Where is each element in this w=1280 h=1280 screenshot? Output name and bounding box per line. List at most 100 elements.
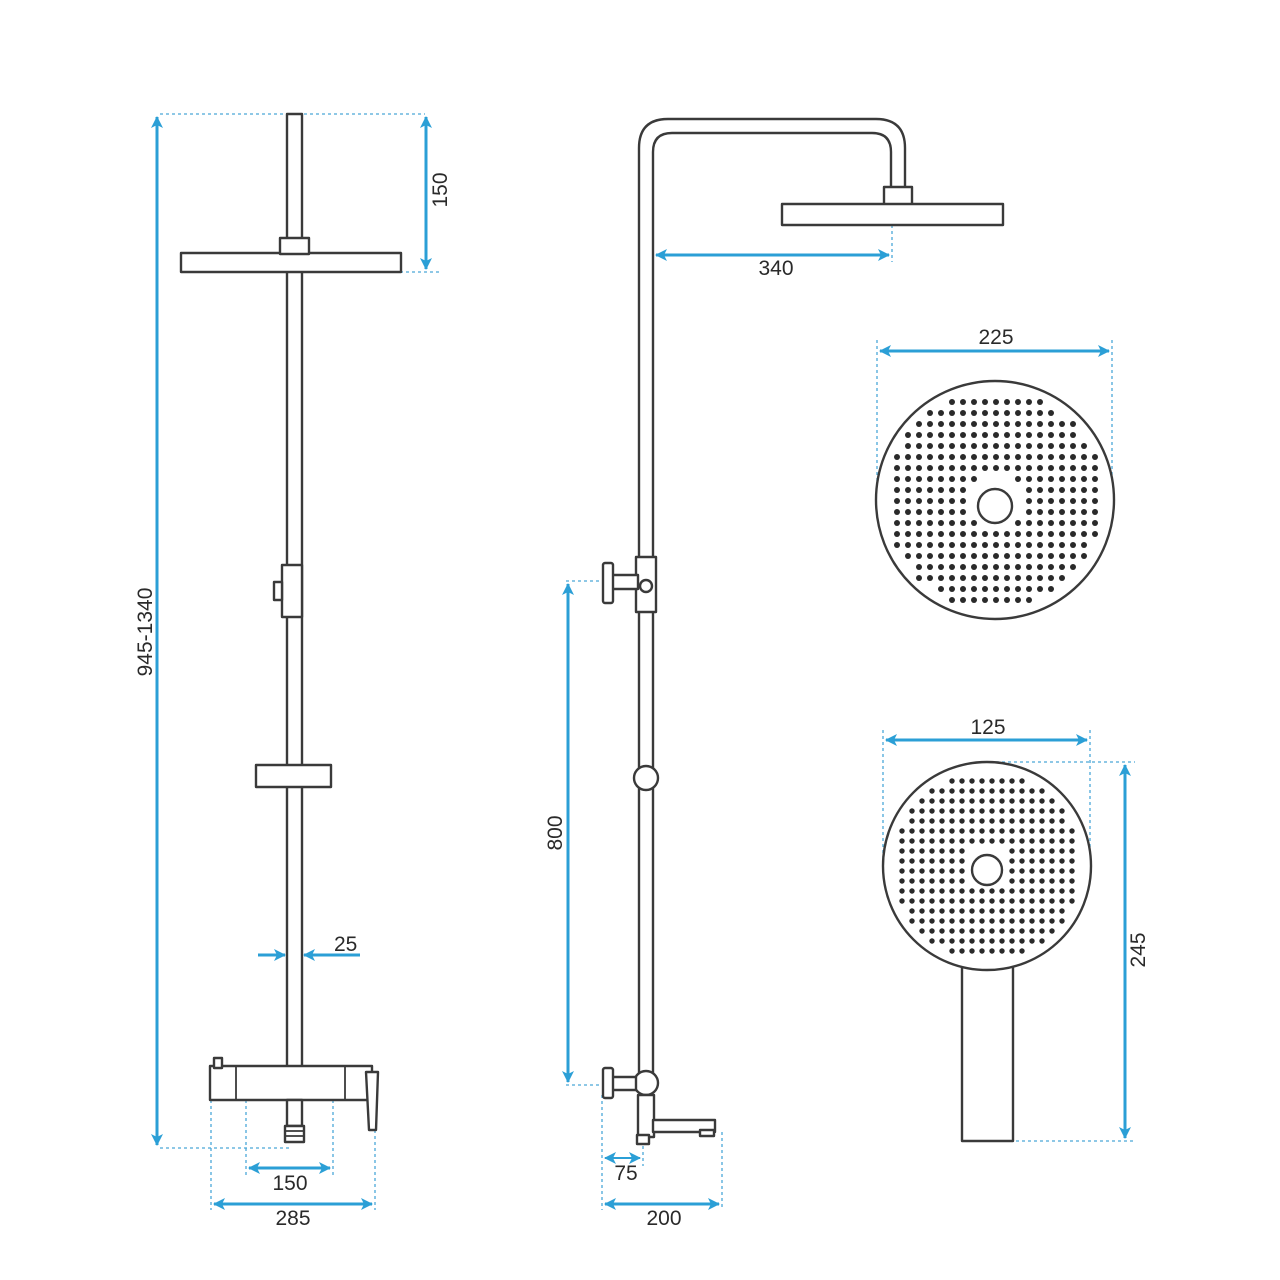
nozzle-dot — [982, 432, 988, 438]
nozzle-dot — [1019, 888, 1025, 894]
nozzle-dot — [929, 898, 935, 904]
rain-diameter-label: 225 — [978, 326, 1013, 349]
head-drop-label: 150 — [429, 172, 452, 207]
nozzle-dot — [979, 778, 985, 784]
nozzle-dot — [894, 465, 900, 471]
nozzle-dot — [989, 888, 995, 894]
nozzle-dot — [909, 888, 915, 894]
nozzle-dot — [1048, 487, 1054, 493]
nozzle-dot — [1015, 465, 1021, 471]
nozzle-dot — [1070, 443, 1076, 449]
nozzle-dot — [899, 858, 905, 864]
nozzle-dot — [938, 564, 944, 570]
nozzle-dot — [949, 878, 955, 884]
nozzle-dot — [969, 818, 975, 824]
hand-center-hub — [970, 853, 1004, 887]
nozzle-dot — [1026, 410, 1032, 416]
nozzle-dot — [960, 509, 966, 515]
nozzle-dot — [1019, 778, 1025, 784]
nozzle-dot — [919, 818, 925, 824]
nozzle-dot — [1019, 838, 1025, 844]
nozzle-dot — [993, 399, 999, 405]
nozzle-dot — [919, 828, 925, 834]
nozzle-dot — [919, 798, 925, 804]
nozzle-dot — [971, 421, 977, 427]
nozzle-dot — [1081, 553, 1087, 559]
nozzle-dot — [939, 848, 945, 854]
nozzle-dot — [949, 808, 955, 814]
nozzle-dot — [1059, 828, 1065, 834]
nozzle-dot — [1009, 778, 1015, 784]
nozzle-dot — [1048, 575, 1054, 581]
upper-valve-stem — [610, 573, 640, 591]
nozzle-dot — [969, 808, 975, 814]
nozzle-dot — [1059, 454, 1065, 460]
nozzle-dot — [993, 465, 999, 471]
nozzle-dot — [993, 553, 999, 559]
nozzle-dot — [905, 487, 911, 493]
nozzle-dot — [960, 476, 966, 482]
nozzle-dot — [899, 898, 905, 904]
nozzle-dot — [1048, 432, 1054, 438]
nozzle-dot — [1039, 898, 1045, 904]
nozzle-dot — [1037, 421, 1043, 427]
nozzle-dot — [982, 531, 988, 537]
nozzle-dot — [938, 454, 944, 460]
nozzle-dot — [916, 531, 922, 537]
nozzle-dot — [949, 898, 955, 904]
nozzle-dot — [1019, 878, 1025, 884]
nozzle-dot — [1026, 520, 1032, 526]
nozzle-dot — [919, 888, 925, 894]
nozzle-dot — [949, 487, 955, 493]
total-height-label: 945-1340 — [134, 588, 157, 677]
nozzle-dot — [993, 432, 999, 438]
nozzle-dot — [1015, 410, 1021, 416]
nozzle-dot — [1004, 564, 1010, 570]
nozzle-dot — [1004, 597, 1010, 603]
nozzle-dot — [1015, 432, 1021, 438]
nozzle-dot — [927, 487, 933, 493]
nozzle-dot — [1019, 808, 1025, 814]
nozzle-dot — [1026, 421, 1032, 427]
nozzle-dot — [929, 918, 935, 924]
nozzle-dot — [949, 575, 955, 581]
nozzle-dot — [971, 520, 977, 526]
nozzle-dot — [1037, 531, 1043, 537]
nozzle-dot — [938, 586, 944, 592]
nozzle-dot — [939, 878, 945, 884]
nozzle-dot — [927, 443, 933, 449]
nozzle-dot — [1009, 858, 1015, 864]
nozzle-dot — [909, 898, 915, 904]
nozzle-dot — [959, 808, 965, 814]
nozzle-dot — [999, 788, 1005, 794]
nozzle-dot — [959, 828, 965, 834]
nozzle-dot — [1039, 788, 1045, 794]
nozzle-dot — [982, 597, 988, 603]
upper-valve-dot — [638, 578, 654, 594]
nozzle-dot — [938, 487, 944, 493]
nozzle-dot — [1029, 798, 1035, 804]
nozzle-dot — [949, 399, 955, 405]
nozzle-dot — [960, 531, 966, 537]
nozzle-dot — [959, 928, 965, 934]
nozzle-dot — [989, 928, 995, 934]
nozzle-dot — [989, 918, 995, 924]
nozzle-dot — [1037, 410, 1043, 416]
nozzle-dot — [949, 918, 955, 924]
nozzle-dot — [1026, 586, 1032, 592]
nozzle-dot — [1009, 808, 1015, 814]
nozzle-dot — [969, 798, 975, 804]
nozzle-dot — [1070, 421, 1076, 427]
nozzle-dot — [929, 848, 935, 854]
nozzle-dot — [1004, 575, 1010, 581]
nozzle-dot — [982, 586, 988, 592]
nozzle-dot — [1059, 443, 1065, 449]
nozzle-dot — [993, 454, 999, 460]
nozzle-dot — [1015, 443, 1021, 449]
diverter-knob — [212, 1056, 224, 1070]
nozzle-dot — [1004, 553, 1010, 559]
nozzle-dot — [949, 938, 955, 944]
nozzle-dot — [927, 553, 933, 559]
nozzle-dot — [999, 948, 1005, 954]
nozzle-dot — [1026, 564, 1032, 570]
